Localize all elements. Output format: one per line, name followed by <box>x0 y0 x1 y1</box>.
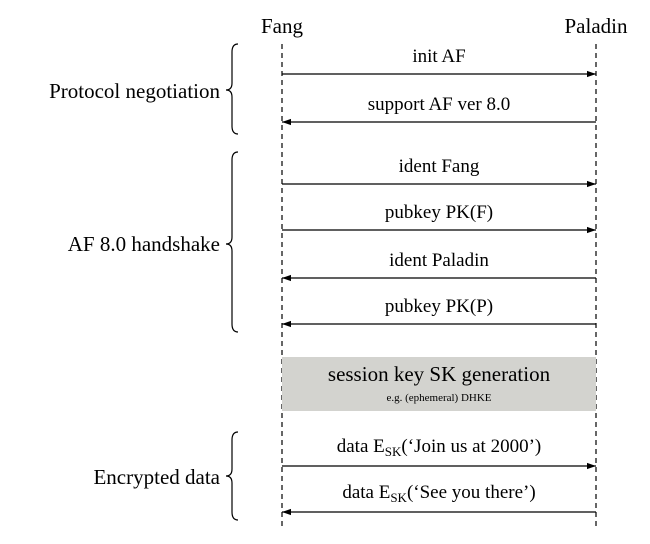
brace-af-handshake <box>225 151 239 333</box>
message-pubkey-pkf-label: pubkey PK(F) <box>385 202 493 223</box>
phase-af-handshake: AF 8.0 handshake ident Fang pubkey PK(F)… <box>68 151 596 333</box>
message-init-af-label: init AF <box>412 46 465 67</box>
message-data-see-subscript: SK <box>390 490 407 505</box>
message-ident-paladin-label: ident Paladin <box>389 250 489 271</box>
message-data-see-label: data ESK(‘See you there’) <box>342 482 535 505</box>
phase-protocol-negotiation: Protocol negotiation init AF support AF … <box>49 43 596 135</box>
message-support-af-label: support AF ver 8.0 <box>368 94 511 115</box>
message-data-join-prefix: data E <box>337 436 385 457</box>
party-paladin: Paladin <box>565 14 628 38</box>
message-ident-fang-label: ident Fang <box>399 156 480 177</box>
message-data-join-suffix: (‘Join us at 2000’) <box>401 436 541 457</box>
phase-label-protocol-negotiation: Protocol negotiation <box>49 79 220 103</box>
session-key-box: session key SK generation e.g. (ephemera… <box>282 357 596 411</box>
message-data-join-label: data ESK(‘Join us at 2000’) <box>337 436 541 459</box>
brace-encrypted-data <box>225 431 239 521</box>
phase-label-encrypted-data: Encrypted data <box>93 465 220 489</box>
message-data-see-prefix: data E <box>342 482 390 503</box>
phase-encrypted-data: Encrypted data data ESK(‘Join us at 2000… <box>93 431 596 521</box>
message-pubkey-pkp-label: pubkey PK(P) <box>385 296 493 317</box>
message-data-see-suffix: (‘See you there’) <box>407 482 536 503</box>
phase-label-af-handshake: AF 8.0 handshake <box>68 232 220 256</box>
session-key-box-bg <box>282 357 596 411</box>
message-data-join-subscript: SK <box>385 444 402 459</box>
session-key-subtitle: e.g. (ephemeral) DHKE <box>386 392 491 404</box>
party-fang: Fang <box>261 14 304 38</box>
session-key-title: session key SK generation <box>328 362 551 386</box>
brace-protocol-negotiation <box>225 43 239 135</box>
